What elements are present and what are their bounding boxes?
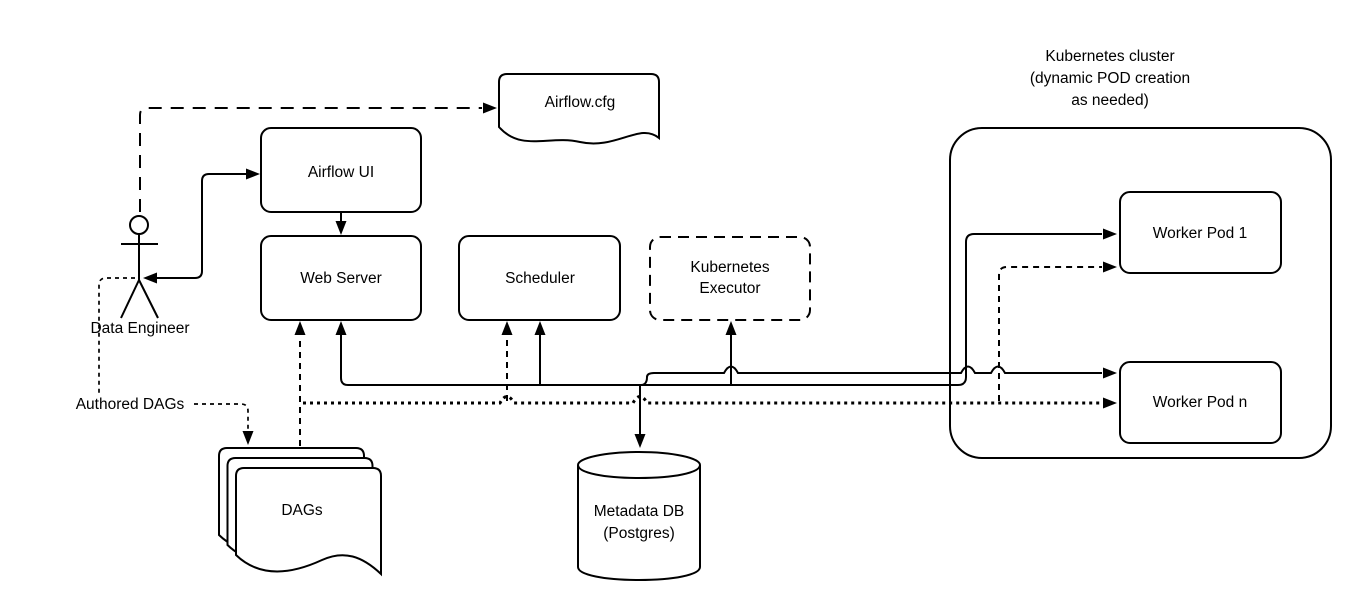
authored-dags-label: Authored DAGs: [76, 396, 185, 413]
node-data-engineer: Data Engineer: [90, 215, 190, 337]
node-scheduler: Scheduler: [458, 235, 621, 321]
arrowhead: [143, 272, 157, 284]
document-shape-front: [235, 467, 382, 577]
web-server-label: Web Server: [300, 270, 382, 287]
edge-dags-scheduler: [501, 321, 513, 401]
metadata-db-label-line1: Metadata DB: [594, 503, 684, 520]
node-worker-pod-1: Worker Pod 1: [1119, 191, 1282, 274]
worker-pod-1-label: Worker Pod 1: [1153, 225, 1247, 242]
arrowhead: [242, 431, 254, 445]
arrowhead: [294, 321, 306, 335]
document-shape: [498, 73, 660, 145]
edge-authored-dags: Authored DAGs: [76, 277, 254, 445]
node-airflow-ui: Airflow UI: [260, 127, 422, 213]
edge-dags-worker-pod-n: [303, 395, 1117, 409]
arrowhead: [335, 221, 347, 235]
arrowhead: [483, 102, 497, 114]
kubernetes-cluster-label-line1: Kubernetes cluster: [1045, 48, 1174, 65]
node-web-server: Web Server: [260, 235, 422, 321]
actor-left-leg: [120, 279, 140, 319]
arrowhead: [534, 321, 546, 335]
dags-label: DAGs: [281, 502, 323, 519]
edge-dags-worker-pod-1: [998, 261, 1117, 401]
edge-data-engineer-airflow-cfg: [139, 102, 497, 212]
kubernetes-executor-label-line2: Executor: [699, 280, 760, 297]
arrowhead: [1103, 397, 1117, 409]
kubernetes-cluster-label-line2: (dynamic POD creation: [1030, 70, 1190, 87]
cylinder-shape: [577, 450, 701, 582]
arrowhead: [1103, 261, 1117, 273]
node-metadata-db: Metadata DB (Postgres): [577, 450, 701, 582]
edge-metadata-solid-bus: [335, 228, 1117, 448]
arrowhead: [335, 321, 347, 335]
data-engineer-label: Data Engineer: [90, 320, 189, 337]
edge-dags-web-server: [294, 321, 306, 446]
arrowhead: [725, 321, 737, 335]
edge-airflow-ui-web-server: [335, 213, 347, 235]
airflow-cfg-label: Airflow.cfg: [545, 94, 616, 111]
kubernetes-cluster-label-line3: as needed): [1071, 92, 1149, 109]
arrowhead: [1103, 228, 1117, 240]
worker-pod-n-label: Worker Pod n: [1153, 394, 1247, 411]
cylinder-top-ellipse: [577, 464, 701, 480]
arrowhead: [634, 434, 646, 448]
arrowhead: [246, 168, 260, 180]
arrowhead: [1103, 367, 1117, 379]
actor-right-leg: [138, 279, 159, 319]
edge-data-engineer-airflow-ui: [143, 168, 260, 284]
actor-head: [129, 215, 149, 235]
node-dags: DAGs: [218, 447, 382, 577]
scheduler-label: Scheduler: [505, 270, 575, 287]
kubernetes-executor-label-line1: Kubernetes: [690, 259, 770, 276]
airflow-ui-label: Airflow UI: [308, 164, 374, 181]
node-worker-pod-n: Worker Pod n: [1119, 361, 1282, 444]
node-airflow-cfg: Airflow.cfg: [498, 73, 660, 145]
arrowhead: [501, 321, 513, 335]
node-kubernetes-executor: Kubernetes Executor: [649, 236, 811, 321]
metadata-db-label-line2: (Postgres): [603, 525, 675, 542]
